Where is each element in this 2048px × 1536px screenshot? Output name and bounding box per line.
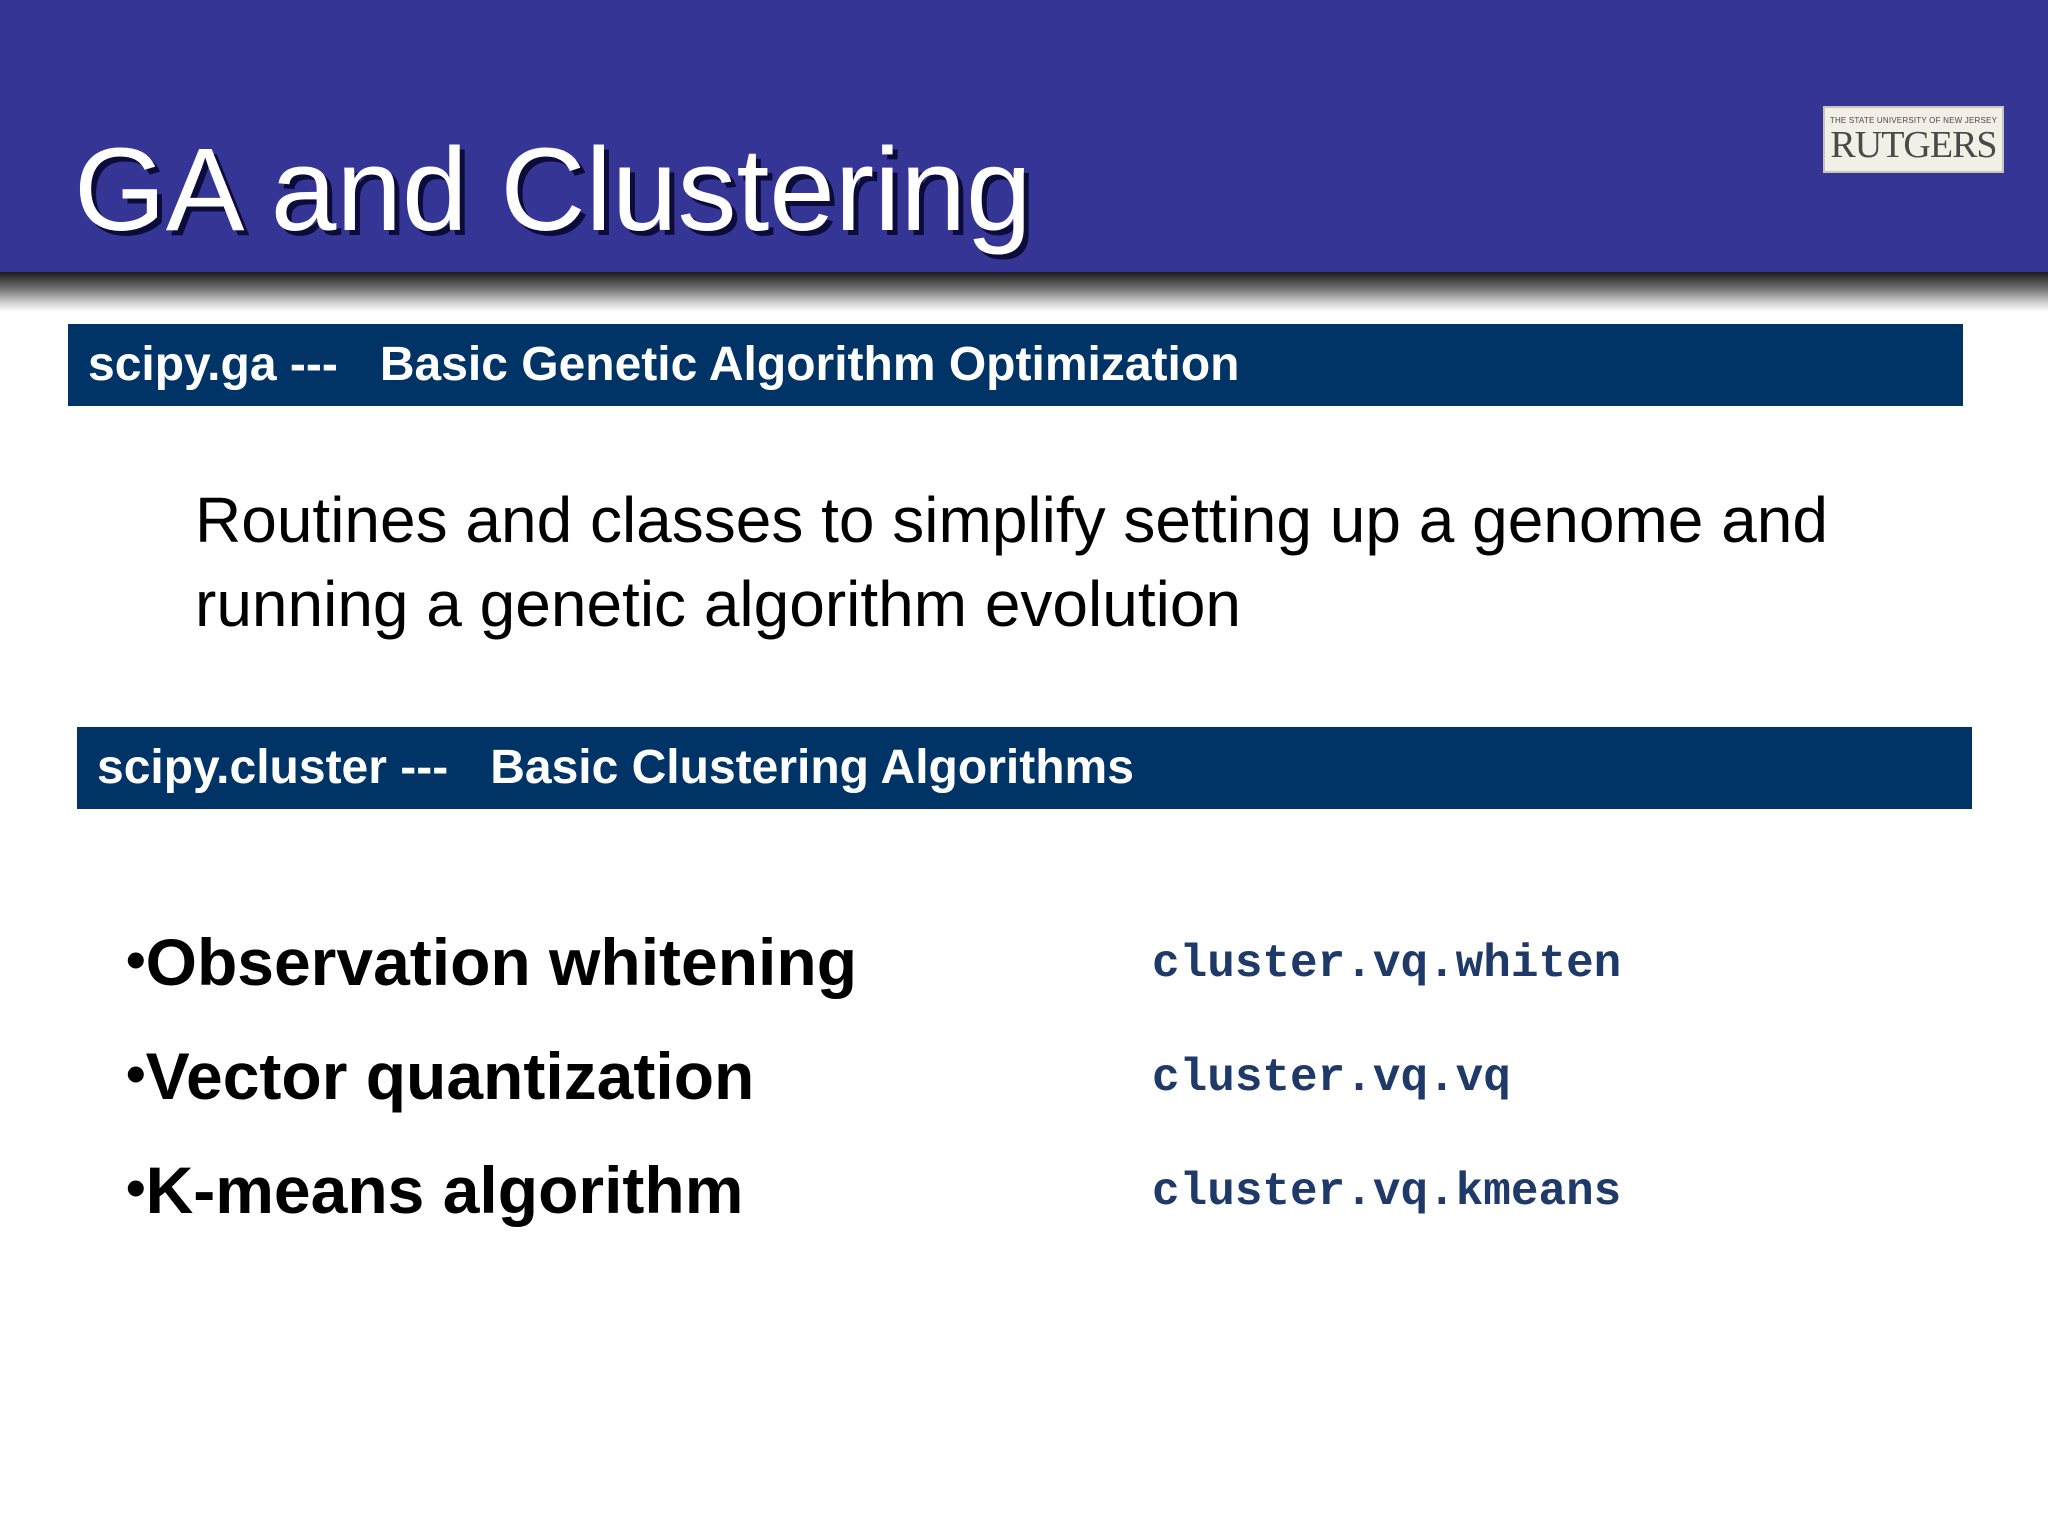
ga-module-name: scipy.ga --- (88, 338, 338, 391)
feature-code: cluster.vq.whiten (1152, 938, 1622, 990)
feature-code: cluster.vq.kmeans (1152, 1166, 1622, 1218)
slide-title: GA and Clustering (74, 124, 1032, 256)
rutgers-logo: THE STATE UNIVERSITY OF NEW JERSEY RUTGE… (1823, 106, 2004, 173)
feature-label: •Vector quantization (126, 1026, 754, 1124)
banner-shadow (0, 272, 2048, 312)
feature-code: cluster.vq.vq (1152, 1052, 1511, 1104)
feature-label-text: K-means algorithm (145, 1153, 744, 1227)
logo-wordmark: RUTGERS (1830, 124, 1997, 166)
cluster-module-name: scipy.cluster --- (97, 741, 449, 794)
bullet-icon: • (126, 1042, 146, 1105)
feature-item-kmeans: •K-means algorithm cluster.vq.kmeans (126, 1140, 1826, 1254)
ga-module-description: Basic Genetic Algorithm Optimization (379, 338, 1240, 391)
ga-body-text: Routines and classes to simplify setting… (195, 484, 1828, 640)
cluster-module-description: Basic Clustering Algorithms (490, 741, 1134, 794)
bullet-icon: • (126, 928, 146, 991)
ga-section-header: scipy.ga --- Basic Genetic Algorithm Opti… (68, 324, 1963, 406)
title-banner (0, 0, 2048, 272)
cluster-feature-list: •Observation whitening cluster.vq.whiten… (126, 912, 1826, 1254)
feature-label: •K-means algorithm (126, 1140, 743, 1238)
feature-item-quantization: •Vector quantization cluster.vq.vq (126, 1026, 1826, 1140)
logo-tagline: THE STATE UNIVERSITY OF NEW JERSEY (1829, 116, 1998, 125)
feature-item-whitening: •Observation whitening cluster.vq.whiten (126, 912, 1826, 1026)
feature-label-text: Observation whitening (145, 925, 858, 999)
cluster-section-header: scipy.cluster --- Basic Clustering Algori… (77, 727, 1972, 809)
bullet-icon: • (126, 1156, 146, 1219)
feature-label: •Observation whitening (126, 912, 857, 1010)
feature-label-text: Vector quantization (145, 1039, 755, 1113)
